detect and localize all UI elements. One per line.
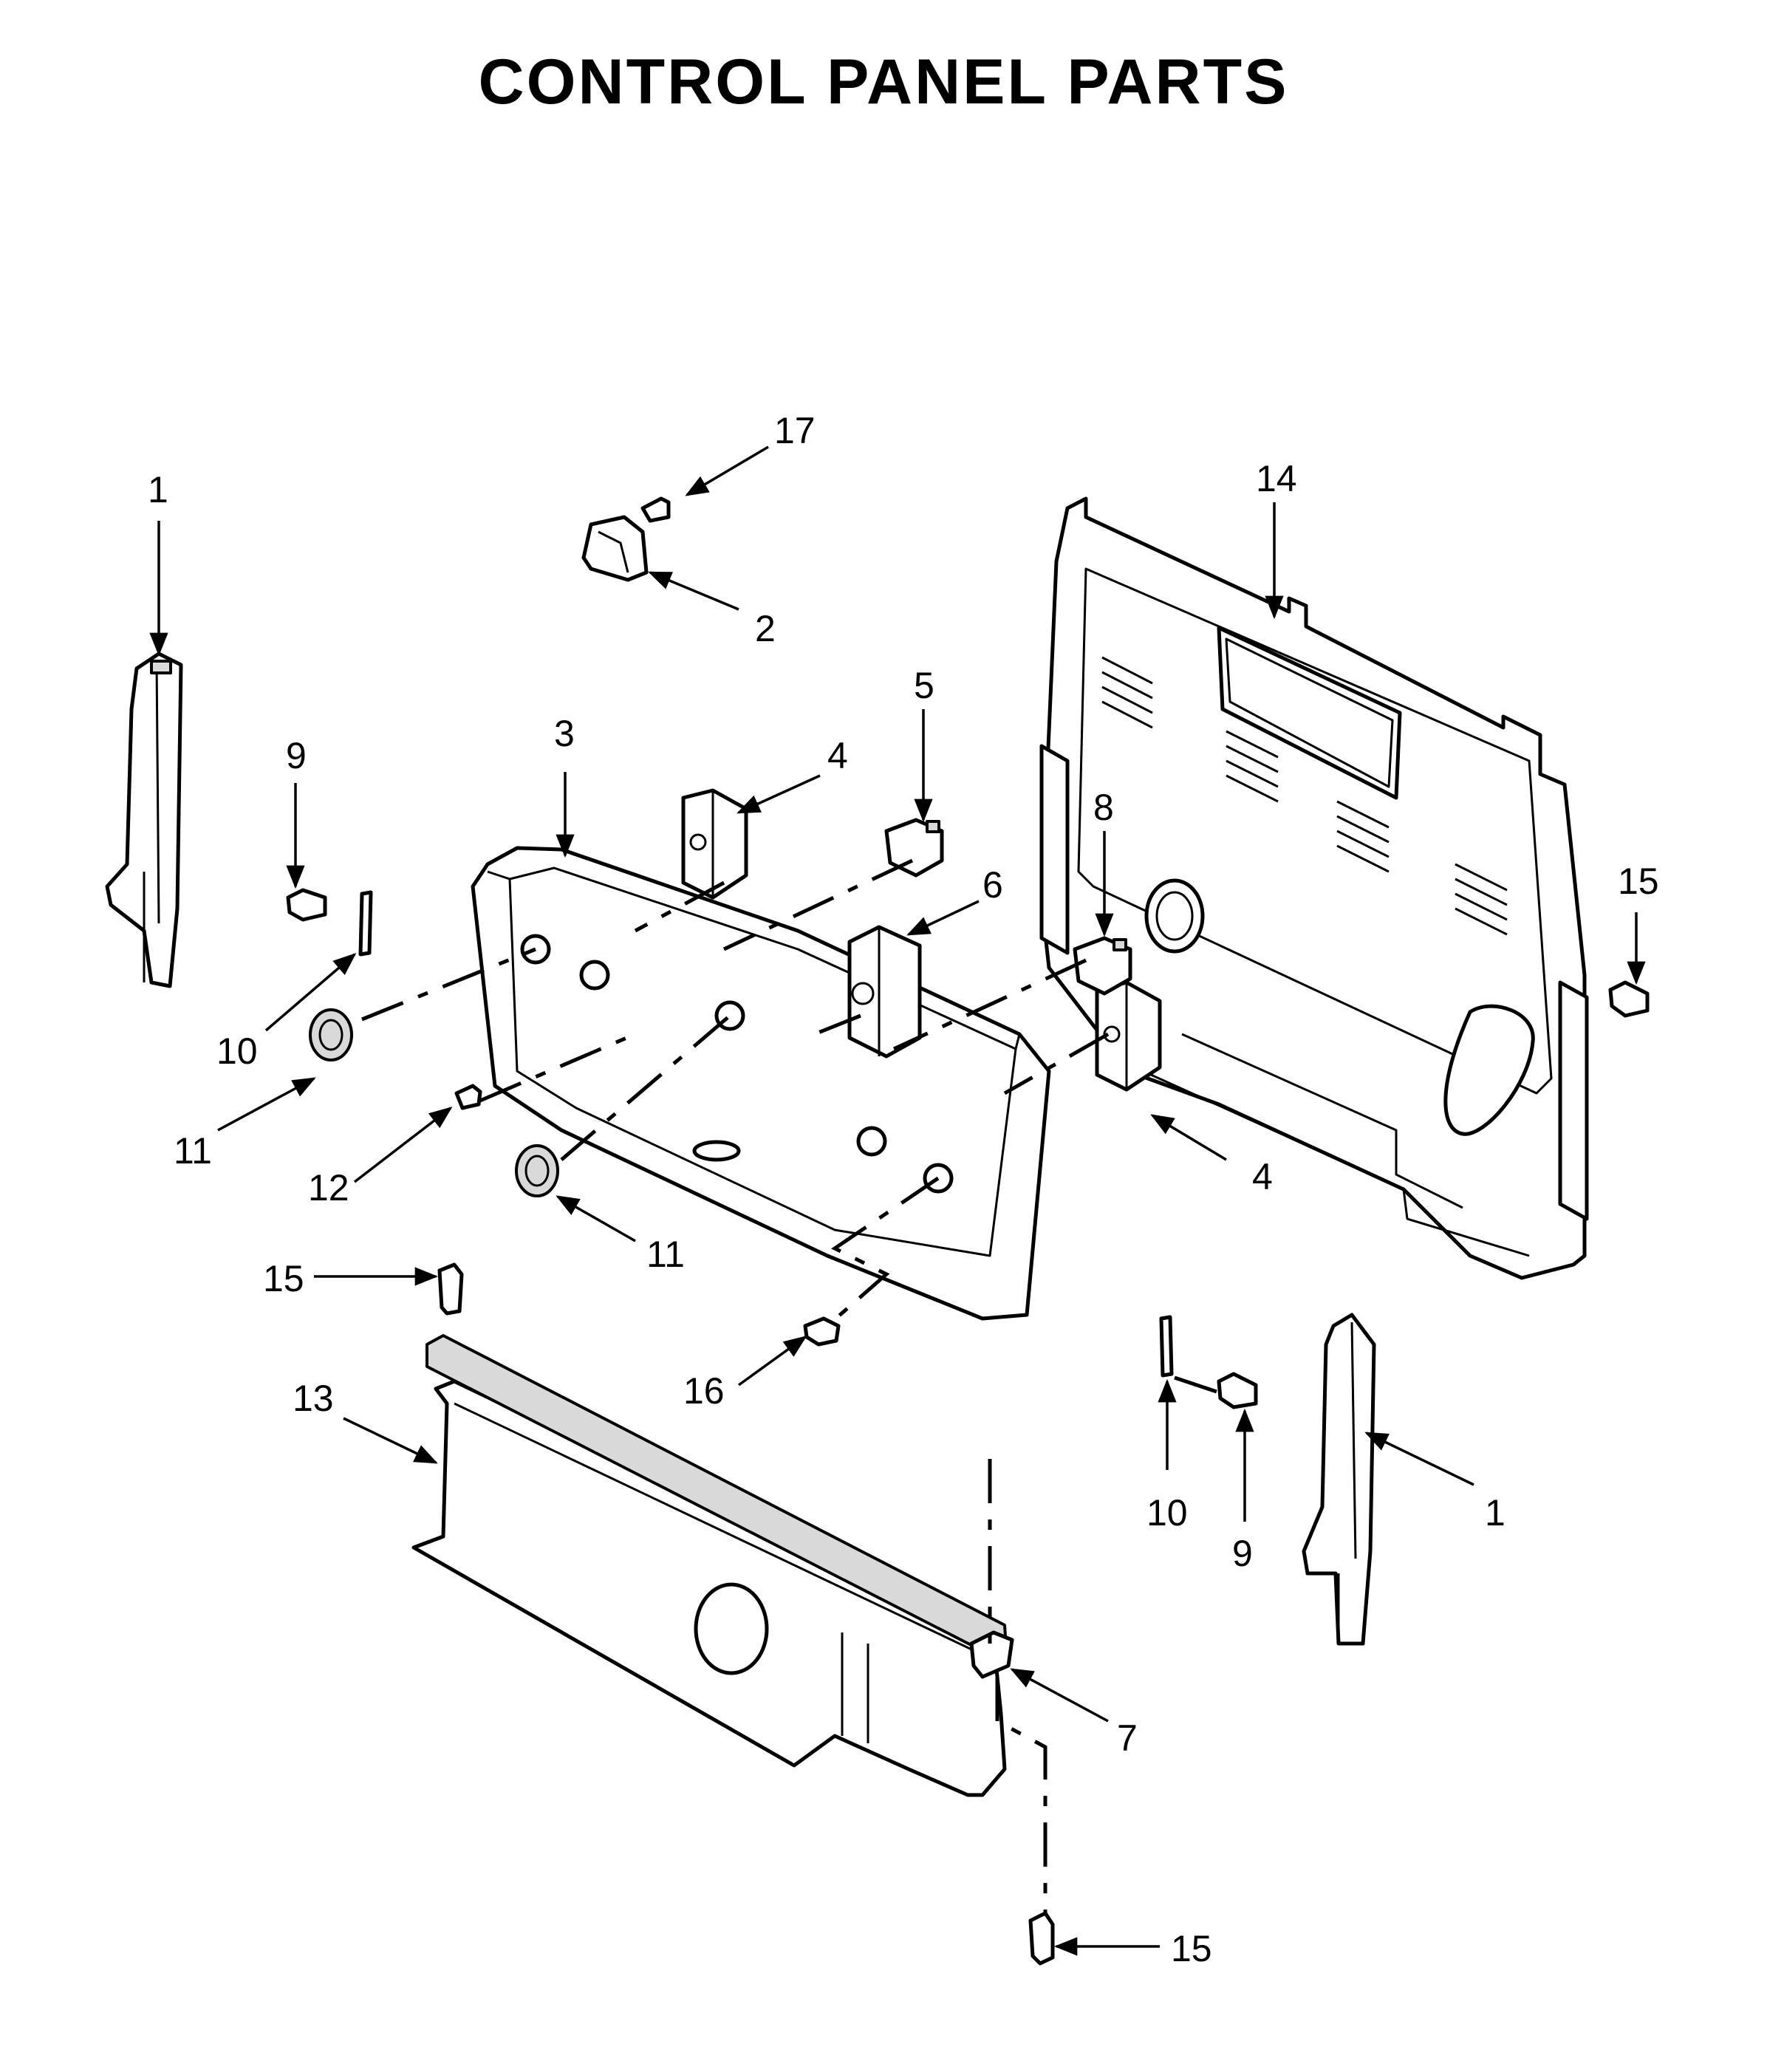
part-9-screw-right bbox=[1217, 1372, 1258, 1409]
callout-3: 3 bbox=[554, 713, 575, 754]
callout-11-center: 11 bbox=[646, 1234, 685, 1275]
callout-9-left: 9 bbox=[286, 735, 307, 776]
part-11-knob-center bbox=[515, 1144, 559, 1197]
part-10-clip-right bbox=[1159, 1315, 1174, 1378]
part-7-bracket bbox=[969, 1630, 1014, 1679]
callout-15-top: 15 bbox=[263, 1258, 304, 1299]
leader-arrows bbox=[149, 445, 1646, 1956]
part-17-screw bbox=[640, 496, 671, 523]
part-11-knob-left bbox=[309, 1008, 353, 1061]
callout-14: 14 bbox=[1256, 458, 1297, 499]
callout-17: 17 bbox=[774, 410, 816, 451]
side-trim-left-part bbox=[105, 652, 183, 988]
callout-2: 2 bbox=[755, 608, 776, 649]
rear-panel-part bbox=[1039, 496, 1589, 1280]
part-16-screw bbox=[803, 1316, 841, 1347]
callout-15-right: 15 bbox=[1618, 861, 1659, 902]
part-9-screw-left bbox=[286, 888, 327, 922]
callout-4-lower: 4 bbox=[1252, 1156, 1273, 1197]
callout-5: 5 bbox=[914, 665, 934, 706]
callout-10-right: 10 bbox=[1146, 1492, 1188, 1534]
part-6-clock-timer bbox=[847, 925, 922, 1059]
part-15-screw-top bbox=[437, 1262, 464, 1316]
part-10-clip-left bbox=[358, 890, 373, 957]
callout-8: 8 bbox=[1093, 787, 1114, 828]
assembly-lines bbox=[361, 858, 1220, 1913]
console-panel-part bbox=[471, 846, 1051, 1321]
callout-13: 13 bbox=[293, 1378, 334, 1419]
part-4-switch-upper bbox=[681, 788, 748, 900]
page-title: CONTROL PANEL PARTS bbox=[478, 47, 1289, 117]
part-15-screw-bottom bbox=[1028, 1911, 1055, 1966]
callout-9-right: 9 bbox=[1232, 1533, 1253, 1574]
callout-6: 6 bbox=[982, 864, 1003, 906]
callout-7: 7 bbox=[1117, 1717, 1138, 1759]
part-2-bracket bbox=[581, 515, 649, 582]
callout-1-right: 1 bbox=[1485, 1492, 1505, 1534]
side-trim-right-part bbox=[1302, 1313, 1376, 1646]
part-8-relay bbox=[1073, 936, 1132, 996]
callout-16: 16 bbox=[683, 1370, 725, 1412]
part-12-screw bbox=[454, 1084, 482, 1110]
callout-10-left: 10 bbox=[216, 1030, 258, 1072]
callout-12: 12 bbox=[308, 1167, 349, 1208]
callout-1-left: 1 bbox=[148, 469, 168, 510]
callout-labels: 1 17 2 14 5 9 3 4 6 8 15 10 11 12 4 11 1… bbox=[148, 410, 1659, 1969]
callout-15-bottom: 15 bbox=[1171, 1928, 1212, 1969]
part-15-screw-right bbox=[1608, 980, 1650, 1018]
callout-4-upper: 4 bbox=[827, 735, 848, 776]
callout-11-left: 11 bbox=[174, 1130, 212, 1172]
